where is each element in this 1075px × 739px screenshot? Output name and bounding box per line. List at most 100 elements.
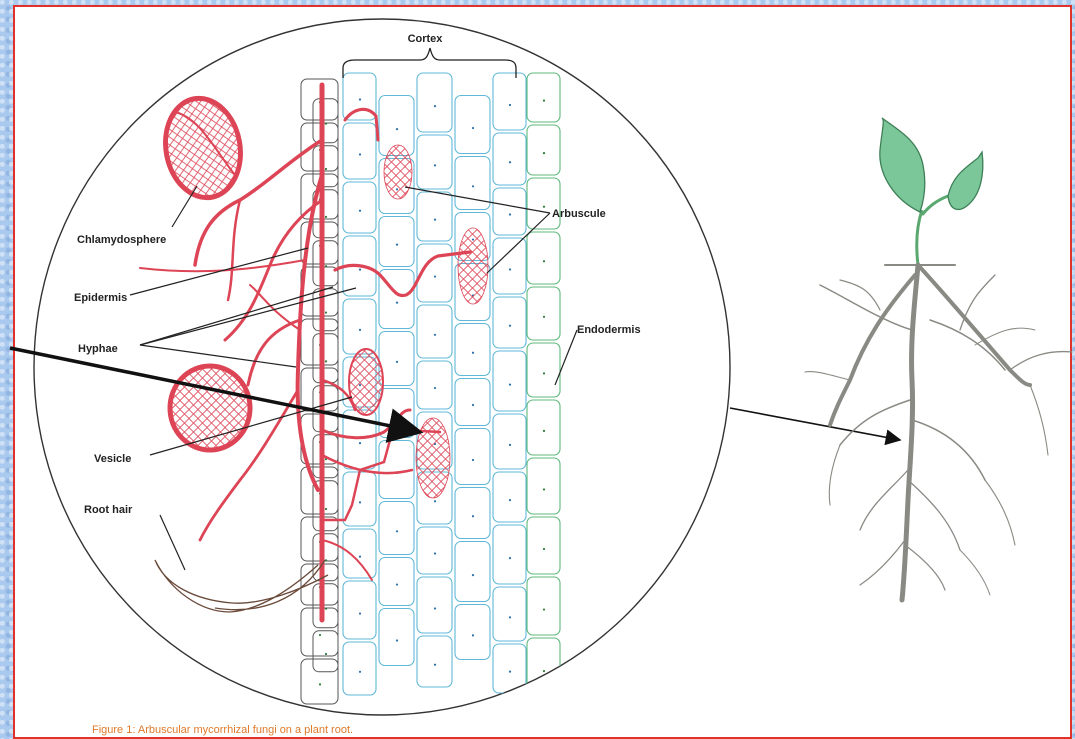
plant-roots [805,265,1072,600]
cell-nucleus [396,583,398,585]
tissue-cell [379,609,414,666]
cell-nucleus [359,329,361,331]
tissue-cell [313,584,338,628]
tissue-cell [527,178,560,229]
label-endodermis: Endodermis [577,324,641,336]
tissue-cell [455,605,490,660]
cell-nucleus [509,671,511,673]
label-vesicle: Vesicle [94,453,131,465]
cell-nucleus [359,556,361,558]
cell-nucleus [543,206,545,208]
cell-nucleus [509,499,511,501]
cell-nucleus [434,334,436,336]
tissue-cell [493,414,526,469]
tissue-cell [493,351,526,411]
cell-nucleus [434,219,436,221]
tissue-cell [313,386,338,432]
cell-nucleus [472,352,474,354]
tissue-cell [455,429,490,485]
chlamydospore-top [158,92,248,203]
arbuscule-3 [416,418,450,498]
cell-nucleus [509,268,511,270]
cell-nucleus [472,515,474,517]
cell-nucleus [434,387,436,389]
cell-nucleus [359,98,361,100]
cell-nucleus [359,210,361,212]
cell-nucleus [359,153,361,155]
tissue-cell [527,638,560,697]
cell-nucleus [543,670,545,672]
leaf-right [948,152,983,209]
label-cortex: Cortex [408,33,444,45]
label-epidermis: Epidermis [74,292,127,304]
label-chlamydosphere: Chlamydosphere [77,234,166,246]
label-arbuscule: Arbuscule [552,208,606,220]
root-hair [155,560,328,612]
tissue-cell [527,343,560,397]
tissue-cell [493,297,526,348]
leaf-left [880,118,925,212]
tissue-cell [343,642,376,695]
cell-nucleus [434,275,436,277]
cell-nucleus [325,123,327,125]
tissue-cell [313,289,338,331]
magnify-arrow [730,408,900,440]
cell-nucleus [396,639,398,641]
cell-nucleus [396,361,398,363]
cell-nucleus [434,105,436,107]
cell-nucleus [543,548,545,550]
tissue-cell [527,577,560,635]
cell-nucleus [325,608,327,610]
tissue-cell [527,517,560,574]
cell-nucleus [325,168,327,170]
cell-nucleus [509,161,511,163]
cell-nucleus [509,557,511,559]
tissue-cell [527,73,560,122]
cell-nucleus [543,430,545,432]
tissue-cell [493,525,526,584]
cell-nucleus [472,404,474,406]
tissue-cell [493,238,526,294]
cell-nucleus [396,244,398,246]
tissue-cell [493,133,526,185]
tissue-cell [493,188,526,235]
figure-caption: Figure 1: Arbuscular mycorrhizal fungi o… [92,724,353,736]
cell-nucleus [509,325,511,327]
label-root-hair: Root hair [84,504,133,516]
cell-nucleus [434,607,436,609]
cell-nucleus [509,104,511,106]
tissue-cell [313,334,338,383]
tissue-cell [417,636,452,687]
cell-nucleus [472,459,474,461]
cell-nucleus [325,311,327,313]
cell-nucleus [325,508,327,510]
cell-nucleus [359,501,361,503]
cell-nucleus [509,213,511,215]
tissue-cell [417,192,452,241]
tissue-cell [343,299,376,354]
cell-nucleus [543,316,545,318]
arbuscule-1 [384,145,412,199]
tissue-cell [493,472,526,522]
tissue-cell [379,217,414,267]
tissue-cell [493,587,526,641]
tissue-cell [343,182,376,233]
tissue-cell [379,502,414,555]
cell-nucleus [543,372,545,374]
tissue-cell [343,529,376,578]
arbuscule-2 [458,228,488,304]
tissue-cell [527,125,560,175]
cell-nucleus [472,185,474,187]
tissue-cell [527,232,560,284]
cell-nucleus [325,360,327,362]
tissue-cell [417,135,452,189]
tissue-cell [527,400,560,455]
tissue-cell [417,305,452,358]
cell-nucleus [359,671,361,673]
tissue-cell [417,527,452,574]
cell-nucleus [325,216,327,218]
tissue-cell [379,332,414,386]
cell-nucleus [434,552,436,554]
tissue-cell [493,73,526,130]
